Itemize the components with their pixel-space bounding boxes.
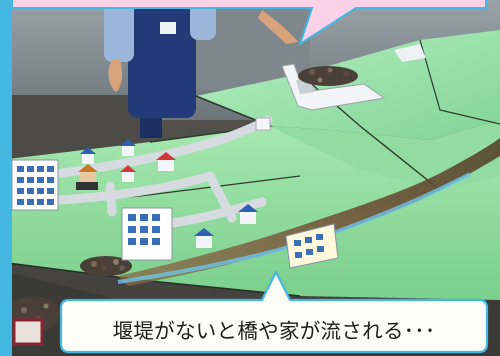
- building-apartment-right: [285, 223, 339, 269]
- dam-wall: [281, 63, 386, 111]
- road-branch: [105, 181, 117, 217]
- person-body: [128, 0, 196, 118]
- car-toy: [76, 182, 98, 190]
- building-apartment-center: [121, 207, 173, 261]
- person-right-hand: [258, 10, 298, 44]
- person-hand: [108, 60, 123, 92]
- house: [238, 204, 258, 224]
- person-name-badge: [160, 22, 176, 34]
- house: [120, 139, 136, 156]
- house: [78, 164, 98, 184]
- person-right-sleeve: [190, 0, 216, 40]
- bridge: [255, 117, 271, 131]
- road-branch: [205, 171, 237, 223]
- upper-structure: [394, 44, 426, 62]
- contour-line: [419, 39, 500, 125]
- house: [80, 147, 96, 164]
- person-left-sleeve: [104, 0, 134, 62]
- debris-flow: [118, 138, 500, 286]
- sabo-dam: [281, 44, 426, 111]
- road-branch: [55, 171, 215, 205]
- presenter-person: [104, 0, 216, 138]
- caption-speech-bubble: [59, 269, 489, 354]
- building-apartment-left: [11, 159, 59, 211]
- caption-text: 堰堤がないと橋や家が流される･･･: [112, 318, 436, 343]
- person-leg: [140, 118, 162, 138]
- frame-left-border: [0, 0, 12, 356]
- top-speech-bubble: [11, 0, 487, 47]
- house: [156, 152, 176, 171]
- small-box: [12, 318, 44, 346]
- house: [120, 165, 136, 182]
- house: [194, 228, 214, 248]
- road-main: [15, 115, 273, 183]
